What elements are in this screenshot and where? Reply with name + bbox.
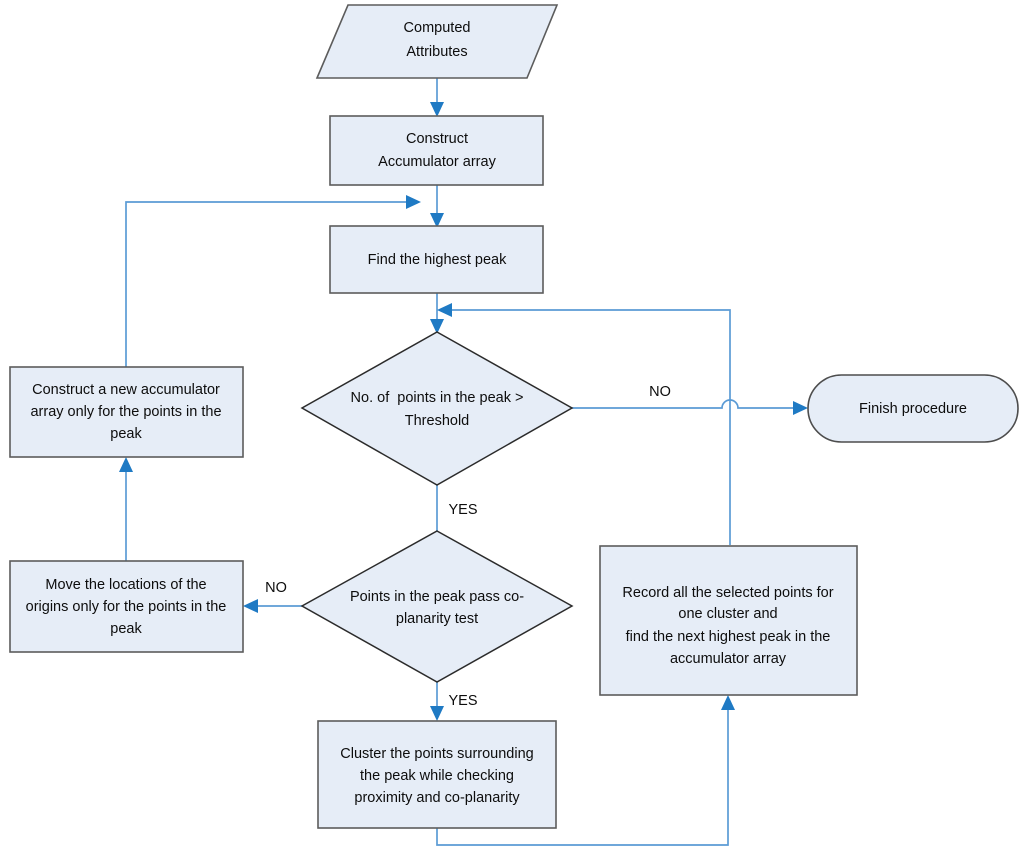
node-record-cluster-line-3: find the next highest peak in the xyxy=(626,629,831,645)
edge-findpeak-to-threshold xyxy=(430,293,444,334)
edge-construct-to-findpeak xyxy=(430,185,444,228)
edge-coplanarity-no-to-moveorigins: NO xyxy=(243,580,302,613)
node-threshold-decision-line-1: No. of points in the peak > xyxy=(351,390,524,406)
node-move-origins[interactable]: Move the locations of the origins only f… xyxy=(9,560,244,653)
edge-label-threshold-yes: YES xyxy=(448,502,477,518)
node-threshold-decision[interactable]: No. of points in the peak > Threshold xyxy=(300,331,574,486)
node-construct-new-accumulator[interactable]: Construct a new accumulator array only f… xyxy=(9,366,244,458)
node-construct-new-accumulator-line-1: Construct a new accumulator xyxy=(32,382,220,398)
node-record-cluster-line-4: accumulator array xyxy=(670,651,787,667)
edge-newaccumulator-to-spine xyxy=(125,195,421,367)
node-cluster-points[interactable]: Cluster the points surrounding the peak … xyxy=(317,720,557,829)
node-computed-attributes-line-1: Computed xyxy=(404,20,471,36)
node-record-cluster-line-2: one cluster and xyxy=(678,606,777,622)
node-cluster-points-line-2: the peak while checking xyxy=(360,768,514,784)
edge-coplanarity-yes-to-cluster: YES xyxy=(430,682,478,721)
edge-attributes-to-construct xyxy=(430,78,444,117)
node-computed-attributes[interactable]: Computed Attributes xyxy=(315,4,559,79)
node-coplanarity-decision[interactable]: Points in the peak pass co- planarity te… xyxy=(300,530,574,683)
node-finish-procedure[interactable]: Finish procedure xyxy=(807,374,1019,443)
edge-record-to-threshold xyxy=(437,303,731,545)
node-find-highest-peak[interactable]: Find the highest peak xyxy=(329,225,544,294)
node-construct-new-accumulator-line-3: peak xyxy=(110,426,142,442)
node-move-origins-line-3: peak xyxy=(110,621,142,637)
node-construct-accumulator-line-1: Construct xyxy=(406,131,468,147)
edge-threshold-no-to-finish: NO xyxy=(572,384,808,415)
node-move-origins-line-2: origins only for the points in the xyxy=(26,599,227,615)
node-construct-new-accumulator-line-2: array only for the points in the xyxy=(30,404,221,420)
node-construct-accumulator[interactable]: Construct Accumulator array xyxy=(329,115,544,186)
node-threshold-decision-line-2: Threshold xyxy=(405,413,469,429)
edge-cluster-to-record xyxy=(436,695,735,846)
edge-moveorigins-to-newaccumulator xyxy=(119,457,133,561)
node-finish-procedure-line-1: Finish procedure xyxy=(859,401,967,417)
edge-label-coplanarity-no: NO xyxy=(265,580,287,596)
node-computed-attributes-line-2: Attributes xyxy=(406,44,467,60)
node-cluster-points-line-1: Cluster the points surrounding xyxy=(340,746,533,762)
node-cluster-points-line-3: proximity and co-planarity xyxy=(354,790,520,806)
node-move-origins-line-1: Move the locations of the xyxy=(45,577,206,593)
edge-label-coplanarity-yes: YES xyxy=(448,693,477,709)
node-record-cluster-line-1: Record all the selected points for xyxy=(622,585,833,601)
node-coplanarity-decision-line-1: Points in the peak pass co- xyxy=(350,589,524,605)
node-record-cluster[interactable]: Record all the selected points for one c… xyxy=(599,545,858,696)
node-find-highest-peak-line-1: Find the highest peak xyxy=(368,252,507,268)
node-construct-accumulator-line-2: Accumulator array xyxy=(378,154,496,170)
node-coplanarity-decision-line-2: planarity test xyxy=(396,611,478,627)
edge-label-threshold-no: NO xyxy=(649,384,671,400)
